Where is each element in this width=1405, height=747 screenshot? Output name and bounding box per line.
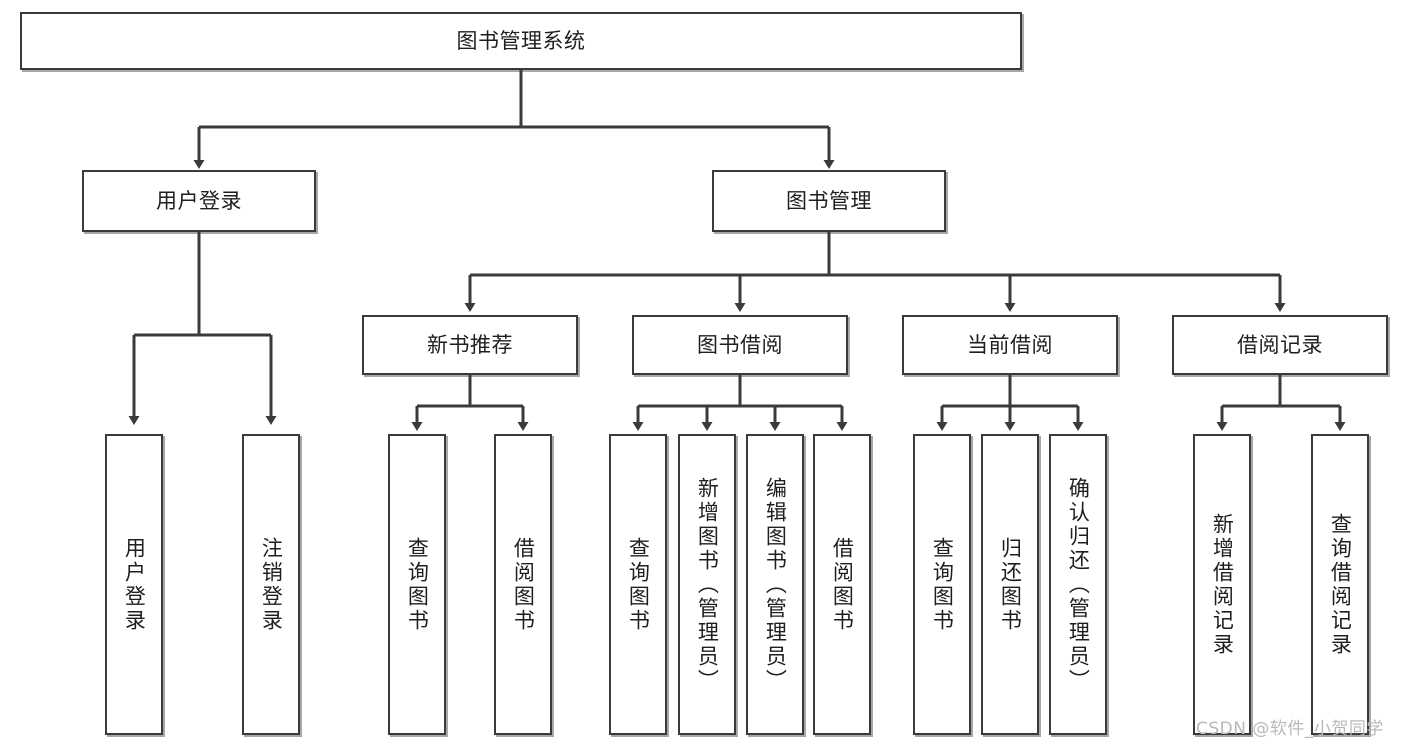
- node-label: 借阅记录: [1237, 332, 1323, 357]
- node-leaf-query-book-recommend[interactable]: 查询图书: [388, 434, 446, 735]
- node-leaf-borrow-book[interactable]: 借阅图书: [813, 434, 871, 735]
- node-label: 查询图书: [626, 536, 651, 633]
- node-label: 图书借阅: [697, 332, 783, 357]
- node-label: 用户登录: [156, 188, 242, 213]
- node-new-book-recommend[interactable]: 新书推荐: [362, 315, 578, 375]
- node-leaf-borrow-book-recommend[interactable]: 借阅图书: [494, 434, 552, 735]
- node-label: 新增图书（管理员）: [695, 476, 720, 693]
- node-label: 注销登录: [259, 536, 284, 633]
- node-label: 编辑图书（管理员）: [763, 476, 788, 693]
- node-leaf-logout-login[interactable]: 注销登录: [242, 434, 300, 735]
- node-label: 新增借阅记录: [1210, 512, 1235, 657]
- node-label: 图书管理系统: [456, 28, 586, 53]
- node-label: 归还图书: [998, 536, 1023, 633]
- node-leaf-add-book[interactable]: 新增图书（管理员）: [678, 434, 736, 735]
- node-leaf-confirm-return[interactable]: 确认归还（管理员）: [1049, 434, 1107, 735]
- node-label: 用户登录: [122, 536, 147, 633]
- node-borrow-record[interactable]: 借阅记录: [1172, 315, 1388, 375]
- node-label: 查询借阅记录: [1328, 512, 1353, 657]
- node-leaf-query-borrow-record[interactable]: 查询借阅记录: [1311, 434, 1369, 735]
- node-user-login[interactable]: 用户登录: [82, 170, 316, 232]
- node-label: 借阅图书: [511, 536, 536, 633]
- node-leaf-edit-book[interactable]: 编辑图书（管理员）: [746, 434, 804, 735]
- node-leaf-query-book-current[interactable]: 查询图书: [913, 434, 971, 735]
- node-leaf-add-borrow-record[interactable]: 新增借阅记录: [1193, 434, 1251, 735]
- node-label: 查询图书: [405, 536, 430, 633]
- node-label: 当前借阅: [967, 332, 1053, 357]
- node-label: 图书管理: [786, 188, 872, 213]
- node-current-borrow[interactable]: 当前借阅: [902, 315, 1118, 375]
- node-book-borrow[interactable]: 图书借阅: [632, 315, 848, 375]
- node-book-manage[interactable]: 图书管理: [712, 170, 946, 232]
- node-label: 查询图书: [930, 536, 955, 633]
- node-leaf-user-login[interactable]: 用户登录: [105, 434, 163, 735]
- node-leaf-return-book[interactable]: 归还图书: [981, 434, 1039, 735]
- node-root-book-management-system[interactable]: 图书管理系统: [20, 12, 1022, 70]
- node-label: 新书推荐: [427, 332, 513, 357]
- node-label: 确认归还（管理员）: [1066, 476, 1091, 693]
- node-leaf-query-book-borrow[interactable]: 查询图书: [609, 434, 667, 735]
- node-label: 借阅图书: [830, 536, 855, 633]
